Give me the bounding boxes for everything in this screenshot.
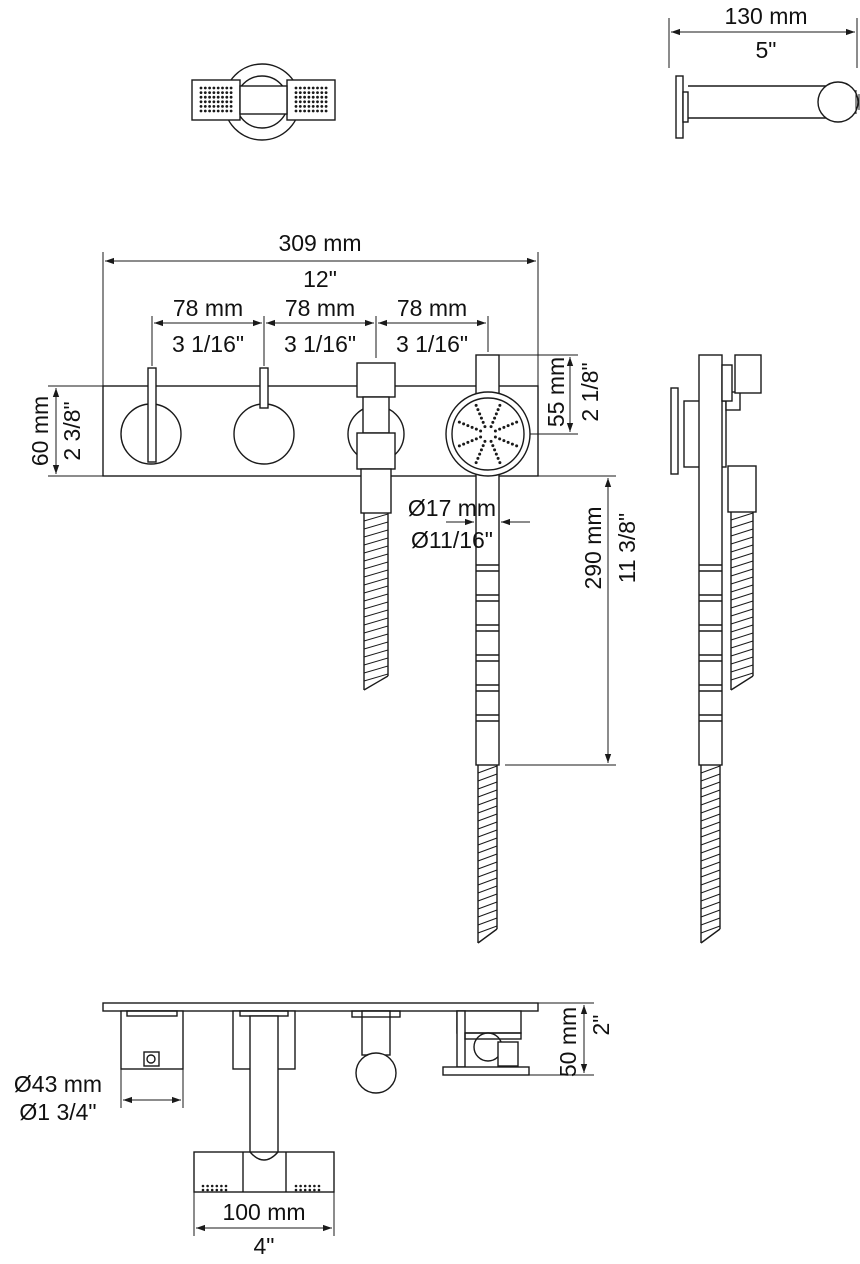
mixer-knob-1 xyxy=(120,367,182,465)
side-hose-long xyxy=(700,765,721,944)
plan-plate xyxy=(102,1002,539,1012)
dim-handle-diameter: Ø17 mm Ø11/16" xyxy=(408,495,530,553)
dim-plate-depth-metric: 50 mm xyxy=(555,1007,581,1077)
dim-plate-height: 60 mm 2 3/8" xyxy=(27,385,103,477)
dim-shower-head: 55 mm 2 1/8" xyxy=(499,354,603,435)
dim-handshower-length: 290 mm 11 3/8" xyxy=(499,475,640,766)
dim-spacing-1-imperial: 3 1/16" xyxy=(172,331,244,357)
dim-outlet-diameter-metric: Ø43 mm xyxy=(14,1071,102,1097)
hose-long xyxy=(477,765,498,944)
side-hose-short xyxy=(730,512,754,691)
shower-head-nozzles xyxy=(457,403,519,465)
dim-plate-depth: 50 mm 2" xyxy=(529,1002,614,1077)
dim-spout-width: 100 mm 4" xyxy=(193,1192,335,1259)
dim-spout-width-imperial: 4" xyxy=(254,1233,275,1259)
dim-outlet-diameter-imperial: Ø1 3/4" xyxy=(19,1099,96,1125)
dim-shower-head-metric: 55 mm xyxy=(543,357,569,427)
side-view xyxy=(670,354,762,944)
dim-plate-depth-imperial: 2" xyxy=(588,1015,614,1036)
dim-top-projection: 130 mm 5" xyxy=(668,3,858,68)
dim-spacing: 78 mm 3 1/16" 78 mm 3 1/16" 78 mm 3 1/16… xyxy=(151,295,489,366)
plan-spout-nozzles xyxy=(201,1184,321,1192)
dim-total-width: 309 mm 12" xyxy=(102,230,539,386)
dim-handle-diameter-metric: Ø17 mm xyxy=(408,495,496,521)
dim-top-projection-imperial: 5" xyxy=(756,37,777,63)
spray-nozzles-right xyxy=(294,86,328,113)
dim-spacing-1-metric: 78 mm xyxy=(173,295,243,321)
dim-handshower-length-imperial: 11 3/8" xyxy=(614,513,640,583)
dim-spacing-2-metric: 78 mm xyxy=(285,295,355,321)
dim-shower-head-imperial: 2 1/8" xyxy=(577,362,603,421)
dim-total-width-imperial: 12" xyxy=(303,266,337,292)
dim-total-width-metric: 309 mm xyxy=(278,230,361,256)
dim-spout-width-metric: 100 mm xyxy=(222,1199,305,1225)
dim-plate-height-metric: 60 mm xyxy=(27,396,53,466)
plan-view xyxy=(102,1002,539,1193)
dim-outlet-diameter: Ø43 mm Ø1 3/4" xyxy=(14,1069,184,1125)
hose-short xyxy=(363,513,389,691)
dim-handle-diameter-imperial: Ø11/16" xyxy=(411,527,493,553)
dim-spacing-3-imperial: 3 1/16" xyxy=(396,331,468,357)
spout-top-view xyxy=(191,63,336,141)
spout-side-view xyxy=(675,75,860,139)
front-view xyxy=(102,354,539,944)
dim-spacing-3-metric: 78 mm xyxy=(397,295,467,321)
dim-handshower-length-metric: 290 mm xyxy=(580,506,606,589)
dim-top-projection-metric: 130 mm xyxy=(724,3,807,29)
mixer-knob-2 xyxy=(233,367,295,465)
spray-nozzles-left xyxy=(199,86,233,113)
dim-spacing-2-imperial: 3 1/16" xyxy=(284,331,356,357)
dim-plate-height-imperial: 2 3/8" xyxy=(59,401,85,460)
hand-shower xyxy=(445,354,531,766)
hose-connector xyxy=(356,362,396,514)
